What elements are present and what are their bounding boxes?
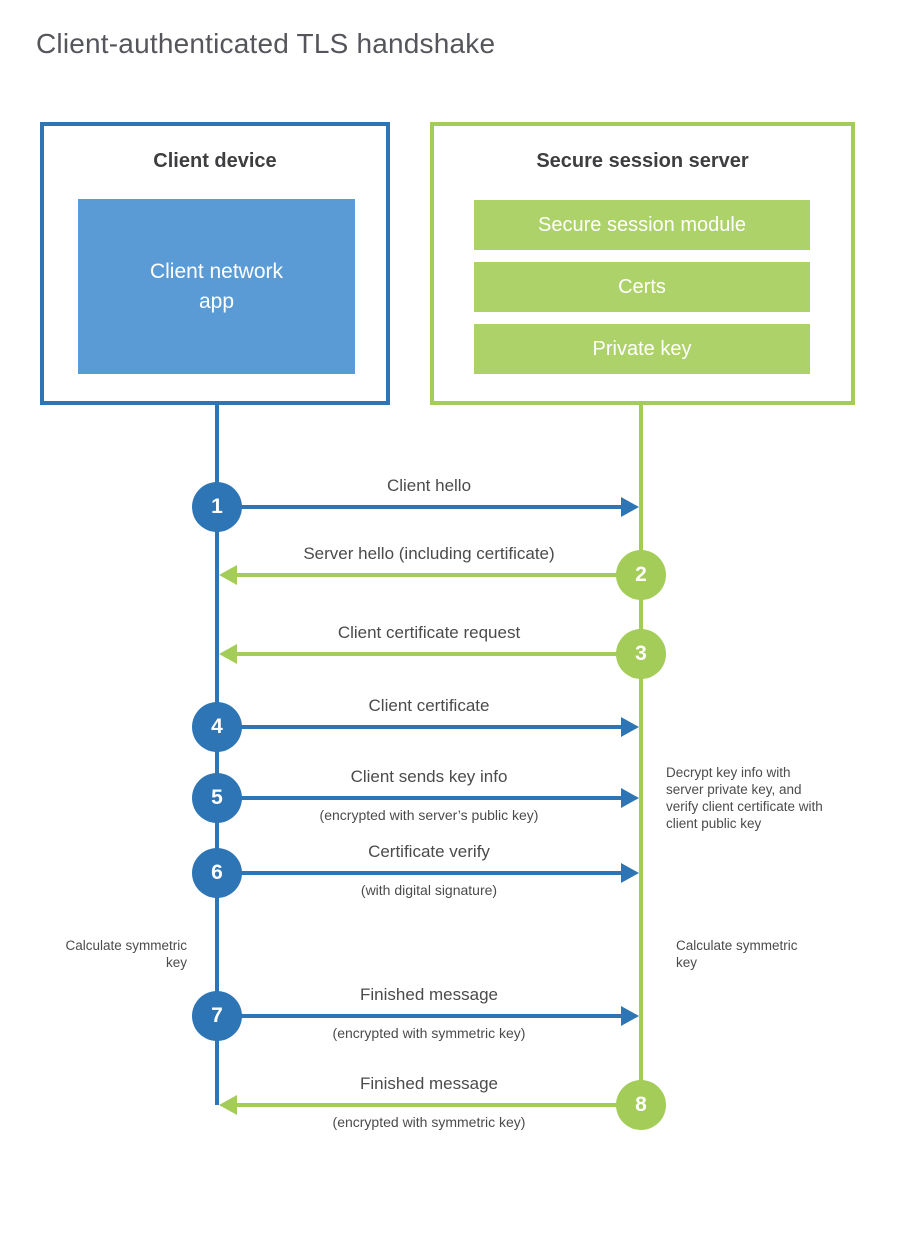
step-circle-4: 4 [192, 702, 242, 752]
message-label: Finished message [360, 1074, 498, 1093]
message-label: Client certificate [368, 696, 490, 715]
arrow-shaft [237, 1103, 641, 1107]
arrow-shaft [217, 871, 621, 875]
arrow-left-icon [219, 1095, 237, 1115]
message-label: Finished message [360, 985, 498, 1004]
message-sublabel: (encrypted with server’s public key) [319, 807, 539, 823]
secure-session-server-box: Secure session server Secure session mod… [430, 122, 855, 405]
server-module-bar: Private key [474, 324, 810, 374]
step-circle-8: 8 [616, 1080, 666, 1130]
client-device-title: Client device [153, 150, 277, 172]
arrow-right-icon [621, 863, 639, 883]
message-sublabel: (encrypted with symmetric key) [332, 1025, 526, 1041]
message-sublabel: (with digital signature) [360, 882, 498, 898]
message-label: Client sends key info [350, 767, 508, 786]
server-lifeline [639, 405, 643, 1105]
step-circle-1: 1 [192, 482, 242, 532]
client-network-app-label: Client network app [149, 259, 284, 313]
decrypt-key-note: Decrypt key info with server private key… [666, 765, 823, 831]
message-label: Client certificate request [337, 623, 521, 642]
calculate-symmetric-key-note-server: Calculate symmetric key [676, 938, 798, 970]
arrow-right-icon [621, 1006, 639, 1026]
arrow-right-icon [621, 497, 639, 517]
arrow-left-icon [219, 565, 237, 585]
arrow-right-icon [621, 788, 639, 808]
arrow-shaft [237, 573, 641, 577]
page-title: Client-authenticated TLS handshake [36, 28, 496, 59]
client-lifeline [215, 405, 219, 1105]
secure-session-server-title: Secure session server [536, 150, 749, 172]
server-module-bar: Secure session module [474, 200, 810, 250]
message-label: Client hello [386, 476, 472, 495]
message-sublabel: (encrypted with symmetric key) [332, 1114, 526, 1130]
arrow-shaft [217, 505, 621, 509]
step-circle-3: 3 [616, 629, 666, 679]
arrow-left-icon [219, 644, 237, 664]
step-circle-5: 5 [192, 773, 242, 823]
arrow-shaft [237, 652, 641, 656]
arrow-shaft [217, 796, 621, 800]
arrow-shaft [217, 725, 621, 729]
message-label: Server hello (including certificate) [303, 544, 555, 563]
step-circle-7: 7 [192, 991, 242, 1041]
client-device-box: Client device Client network app [40, 122, 390, 405]
step-circle-2: 2 [616, 550, 666, 600]
server-module-bar: Certs [474, 262, 810, 312]
message-label: Certificate verify [368, 842, 490, 861]
arrow-shaft [217, 1014, 621, 1018]
client-network-app-box: Client network app [78, 199, 355, 374]
arrow-right-icon [621, 717, 639, 737]
step-circle-6: 6 [192, 848, 242, 898]
calculate-symmetric-key-note-client: Calculate symmetric key [65, 938, 187, 970]
